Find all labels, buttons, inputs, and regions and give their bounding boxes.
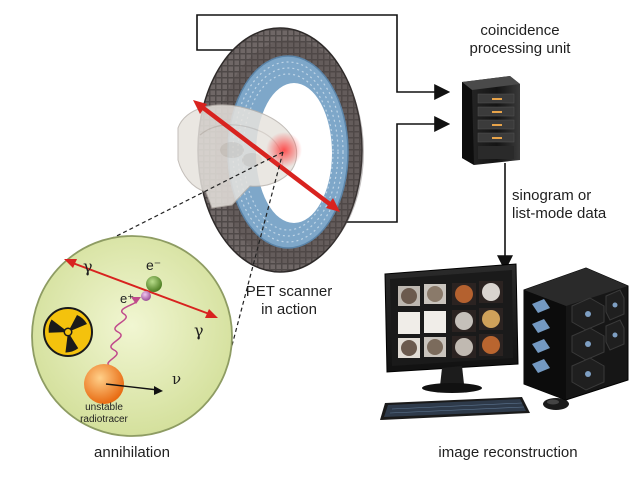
gamma-symbol-left: γ (83, 257, 93, 276)
signal-connectors (196, 14, 513, 272)
sinogram-label-line1: sinogram or (512, 187, 592, 204)
neutrino-arrow (105, 383, 163, 395)
electron-symbol: e⁻ (146, 257, 162, 273)
annihilation-label: annihilation (94, 444, 170, 461)
radiation-hazard-icon (43, 307, 93, 357)
mouse-icon (543, 398, 569, 410)
electron-particle (146, 276, 162, 292)
positron-path (107, 299, 137, 368)
gamma-beam (193, 100, 340, 212)
positron-particle (141, 291, 151, 301)
gamma-ray-arrow (64, 259, 218, 318)
zoom-lines (82, 151, 284, 373)
pet-scanner-label: PET scanner in action (234, 283, 344, 319)
radiotracer-label-line1: unstable (85, 402, 123, 413)
gamma-symbol-right: γ (194, 321, 204, 340)
radiotracer-nucleus (84, 364, 124, 404)
sinogram-label-line2: list-mode data (512, 205, 607, 222)
coincidence-label-line2: processing unit (469, 40, 571, 57)
sinogram-label: sinogram or list-mode data (500, 187, 638, 223)
keyboard-icon (380, 397, 530, 420)
annihilation-glow (266, 132, 302, 168)
lower-connector-arrow (340, 116, 451, 223)
annihilation-circle (31, 235, 233, 437)
workstation-tower-icon (523, 267, 629, 401)
radiotracer-label: unstable radiotracer (64, 402, 144, 426)
image-reconstruction-label: image reconstruction (438, 444, 578, 461)
neutrino-symbol: ν (172, 370, 182, 388)
coincidence-unit-label: coincidence processing unit (440, 22, 600, 58)
reconstructed-scans (398, 281, 503, 358)
pet-label-line2: in action (261, 301, 317, 318)
coincidence-label-line1: coincidence (480, 22, 560, 39)
positron-arrowhead (131, 297, 141, 304)
radiotracer-label-line2: radiotracer (80, 414, 128, 425)
computer-monitor-icon (384, 263, 519, 393)
server-tower-icon (462, 76, 520, 165)
positron-symbol: e⁺ (120, 291, 135, 306)
pet-label-line1: PET scanner (245, 283, 333, 300)
top-connector-arrow (196, 14, 451, 100)
